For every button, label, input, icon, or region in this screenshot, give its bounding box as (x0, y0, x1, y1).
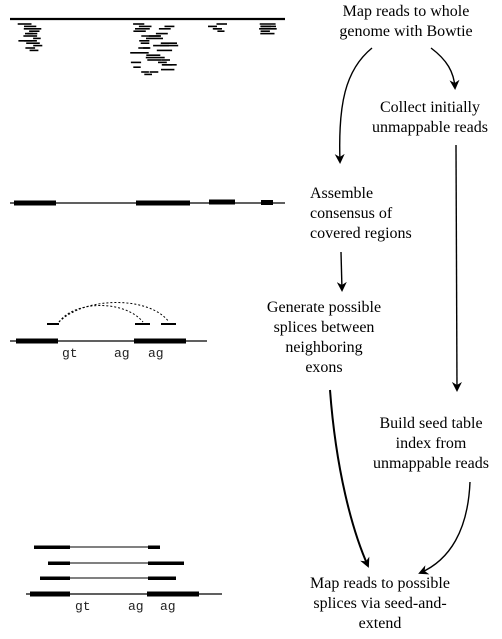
step-line: index from (395, 435, 467, 452)
step-line: covered regions (310, 225, 412, 242)
flow-arrows (329, 47, 471, 575)
step-line: Collect initially (380, 99, 480, 116)
splice-arc (58, 302, 170, 323)
step-line: genome with Bowtie (339, 23, 473, 40)
consensus-islands (10, 199, 285, 206)
step-generate-splices: Generate possible splices between neighb… (254, 298, 394, 378)
acceptor-motif: ag (114, 346, 130, 361)
arrow-to-assemble (334, 47, 373, 164)
step-line: Map reads to whole (342, 3, 470, 20)
arrow-build-to-map (418, 481, 471, 575)
acceptor-motif: ag (148, 346, 164, 361)
splice-arc (58, 305, 144, 323)
step-line: Generate possible (266, 299, 382, 316)
step-map-to-splices: Map reads to possible splices via seed-a… (300, 574, 460, 634)
step-line: unmappable reads (372, 119, 488, 136)
donor-motif: gt (62, 346, 78, 361)
acceptor-motif: ag (128, 599, 144, 614)
arrow-to-collect (430, 47, 460, 90)
read-exon-block (48, 561, 70, 565)
step-build-seed-table: Build seed table index from unmappable r… (362, 414, 500, 474)
step-line: exons (305, 359, 343, 376)
step-line: Map reads to possible (310, 575, 450, 592)
read-exon-block (40, 576, 70, 580)
step-line: neighboring (285, 339, 363, 356)
step-collect-unmappable: Collect initially unmappable reads (360, 98, 500, 138)
step-line: splices between (273, 319, 375, 336)
island-block (209, 199, 235, 205)
step-assemble-consensus: Assemble consensus of covered regions (300, 184, 440, 244)
step-line: splices via seed-and- (313, 595, 447, 612)
island-block (261, 200, 273, 205)
step-line: unmappable reads (373, 455, 489, 472)
step-line: consensus of (310, 205, 393, 222)
step-map-whole-genome: Map reads to whole genome with Bowtie (312, 2, 500, 42)
spliced-alignments: gt ag ag (26, 545, 222, 614)
acceptor-motif: ag (160, 599, 176, 614)
exon-block (134, 338, 186, 344)
possible-splices: gt ag ag (10, 302, 207, 361)
arrow-to-generate (336, 251, 347, 292)
step-line: Build seed table (379, 415, 483, 432)
read-pileup (17, 23, 277, 76)
read-exon-block (148, 576, 176, 580)
exon-block (30, 591, 70, 597)
exon-block (16, 338, 58, 344)
genome-read-pileup (10, 17, 285, 76)
exon-block (147, 591, 199, 597)
arrow-to-build-seed (451, 144, 462, 392)
step-line: extend (358, 615, 402, 632)
island-block (14, 200, 56, 206)
read-exon-block (148, 545, 160, 549)
arrow-generate-to-map (329, 389, 370, 568)
island-block (136, 200, 190, 206)
read-exon-block (34, 545, 70, 549)
donor-motif: gt (75, 599, 91, 614)
read-exon-block (148, 561, 184, 565)
step-line: Assemble (310, 185, 374, 202)
